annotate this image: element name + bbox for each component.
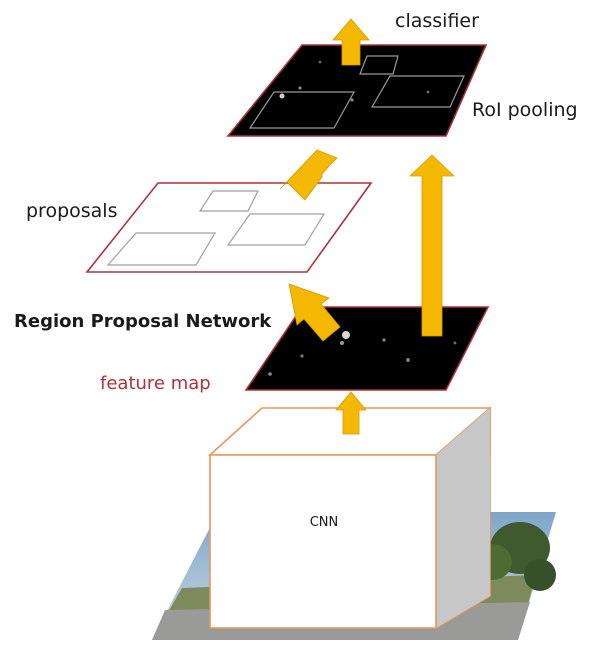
- arrow-cnn-to-feature-map: [335, 391, 367, 435]
- arrow-roi-to-classifier: [332, 18, 370, 66]
- classifier-label: classifier: [395, 10, 479, 32]
- proposal-box-2: [226, 213, 326, 246]
- arrow-feature-map-to-roi: [409, 154, 455, 337]
- feature-map-speckles: [268, 318, 457, 376]
- arrow-feature-map-to-proposals: [288, 283, 341, 342]
- proposal-box-3: [106, 232, 217, 266]
- roi-pooling-plane: RoI pooling: [226, 44, 578, 137]
- roi-pooling-label: RoI pooling: [472, 99, 578, 121]
- arrows: [279, 18, 455, 435]
- cnn-box: CNN: [207, 406, 491, 630]
- roi-speckles: [279, 60, 430, 102]
- cnn-label: CNN: [310, 515, 339, 530]
- roi-box-3: [248, 91, 356, 129]
- roi-box-1: [359, 55, 399, 75]
- proposals-plane: proposals: [26, 182, 373, 273]
- cnn-box-side-shade: [436, 408, 490, 628]
- feature-map-label: feature map: [100, 373, 211, 394]
- roi-box-2: [370, 75, 465, 108]
- proposal-box-1: [198, 190, 259, 212]
- proposals-label: proposals: [26, 200, 117, 222]
- rpn-label: Region Proposal Network: [14, 311, 272, 332]
- arrow-proposals-to-roi: [279, 149, 338, 201]
- cnn-box-front: [209, 454, 437, 629]
